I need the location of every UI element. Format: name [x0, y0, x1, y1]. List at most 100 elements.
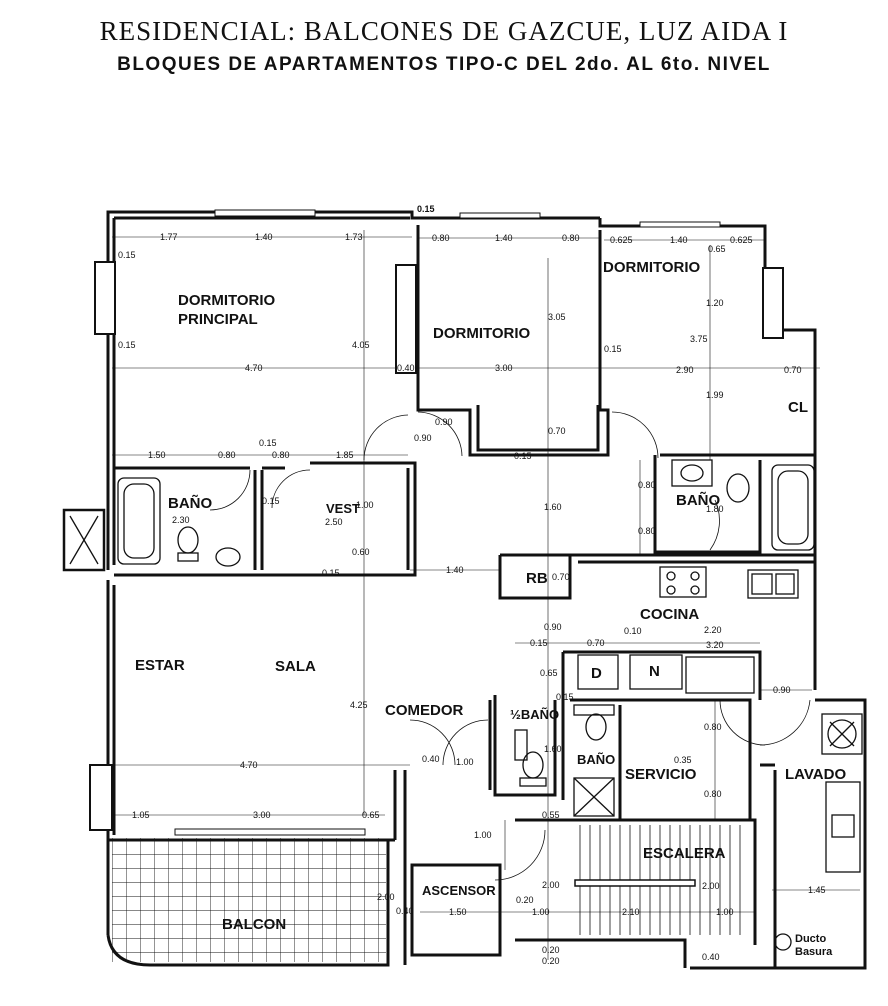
sink-left — [215, 547, 241, 567]
stove — [659, 566, 707, 598]
label-servicio: SERVICIO — [625, 766, 697, 783]
label-vestidor: VEST — [326, 501, 360, 516]
dim-label: 1.40 — [495, 233, 513, 243]
dim-label: 1.00 — [356, 500, 374, 510]
dim-label: 0.55 — [542, 810, 560, 820]
label-bano-right: BAÑO — [676, 491, 720, 509]
dim-label: 2.50 — [325, 517, 343, 527]
dim-label: 0.90 — [544, 622, 562, 632]
dim-label: 2.90 — [676, 365, 694, 375]
dim-label: 0.80 — [562, 233, 580, 243]
dim-label: 0.15 — [514, 451, 532, 461]
toilet-right — [726, 473, 750, 503]
dim-label: 0.15 — [417, 204, 435, 214]
dim-label: 4.70 — [245, 363, 263, 373]
dim-label: 0.70 — [784, 365, 802, 375]
dim-label: 4.25 — [350, 700, 368, 710]
dim-label: 3.05 — [548, 312, 566, 322]
dim-label: 0.60 — [352, 547, 370, 557]
dim-label: 0.20 — [542, 956, 560, 966]
dim-label: 0.90 — [414, 433, 432, 443]
dim-label: 1.73 — [345, 232, 363, 242]
dim-label: 0.65 — [708, 244, 726, 254]
dim-label: 2.00 — [542, 880, 560, 890]
dim-label: 0.15 — [118, 250, 136, 260]
toilet-service — [585, 713, 607, 741]
dim-label: 0.20 — [516, 895, 534, 905]
dim-label: 1.77 — [160, 232, 178, 242]
dim-label: 4.70 — [240, 760, 258, 770]
garbage-duct-icon — [774, 933, 792, 951]
label-bano-left: BAÑO — [168, 494, 212, 512]
plan-subtitle: BLOQUES DE APARTAMENTOS TIPO-C DEL 2do. … — [117, 54, 771, 75]
dim-label: 1.40 — [255, 232, 273, 242]
dim-label: 1.99 — [706, 390, 724, 400]
dim-label: 0.15 — [556, 692, 574, 702]
room-labels: DORMITORIO PRINCIPAL DORMITORIO DORMITOR… — [135, 259, 846, 958]
dim-label: 0.40 — [396, 906, 414, 916]
dim-label: 1.85 — [336, 450, 354, 460]
dim-label: 0.80 — [432, 233, 450, 243]
dim-label: 0.65 — [540, 668, 558, 678]
sink-right — [680, 464, 704, 482]
label-dormitorio-center: DORMITORIO — [433, 325, 531, 342]
dim-label: 1.40 — [670, 235, 688, 245]
bathtub-left — [117, 477, 161, 565]
dim-label: 1.05 — [132, 810, 150, 820]
dim-label: 4.05 — [352, 340, 370, 350]
toilet-half-bath — [522, 751, 544, 779]
dim-label: 0.80 — [638, 526, 656, 536]
dim-label: 0.65 — [362, 810, 380, 820]
windows — [89, 209, 784, 836]
dim-label: 1.00 — [474, 830, 492, 840]
dim-label: 0.40 — [397, 363, 415, 373]
dim-label: 1.20 — [706, 298, 724, 308]
dim-label: 1.60 — [544, 502, 562, 512]
dim-label: 0.40 — [702, 952, 720, 962]
label-estar: ESTAR — [135, 657, 185, 674]
dim-label: 0.15 — [259, 438, 277, 448]
dim-label: 0.90 — [773, 685, 791, 695]
label-dormitorio-principal-2: PRINCIPAL — [178, 311, 258, 328]
dim-label: 1.45 — [808, 885, 826, 895]
kitchen-sink — [747, 569, 799, 599]
dim-label: 0.20 — [542, 945, 560, 955]
label-escalera: ESCALERA — [643, 845, 726, 862]
dimension-labels: 0.15 1.77 1.40 1.73 0.80 1.40 0.80 0.625… — [118, 204, 826, 966]
dim-label: 1.50 — [148, 450, 166, 460]
dim-label: 1.50 — [449, 907, 467, 917]
dim-label: 0.625 — [730, 235, 753, 245]
label-bano-servicio: BAÑO — [577, 752, 615, 767]
dim-label: 0.10 — [624, 626, 642, 636]
dim-label: 1.00 — [716, 907, 734, 917]
label-comedor: COMEDOR — [385, 702, 464, 719]
dim-label: 2.20 — [704, 625, 722, 635]
dim-label: 0.80 — [704, 722, 722, 732]
dim-label: 2.30 — [172, 515, 190, 525]
label-balcon: BALCON — [222, 916, 286, 933]
label-sala: SALA — [275, 658, 316, 675]
label-dormitorio-right: DORMITORIO — [603, 259, 701, 276]
dim-label: 1.40 — [446, 565, 464, 575]
dim-label: 3.20 — [706, 640, 724, 650]
dim-label: 0.70 — [548, 426, 566, 436]
dim-label: 0.90 — [435, 417, 453, 427]
stair-treads — [574, 825, 741, 935]
dim-label: 0.15 — [322, 568, 340, 578]
label-closet: CL — [788, 399, 808, 416]
label-lavado: LAVADO — [785, 766, 846, 783]
label-cocina: COCINA — [640, 606, 699, 623]
label-basura: Basura — [795, 946, 833, 958]
bathtub-right — [771, 464, 815, 551]
label-n: N — [649, 663, 660, 680]
label-dormitorio-principal: DORMITORIO — [178, 292, 276, 309]
dim-label: 0.80 — [704, 789, 722, 799]
label-d: D — [591, 665, 602, 682]
dim-label: 3.75 — [690, 334, 708, 344]
dim-label: 2.00 — [702, 881, 720, 891]
label-medio-bano: ½BAÑO — [510, 707, 559, 722]
dim-label: 0.15 — [118, 340, 136, 350]
dim-label: 0.15 — [530, 638, 548, 648]
dim-label: 3.00 — [495, 363, 513, 373]
